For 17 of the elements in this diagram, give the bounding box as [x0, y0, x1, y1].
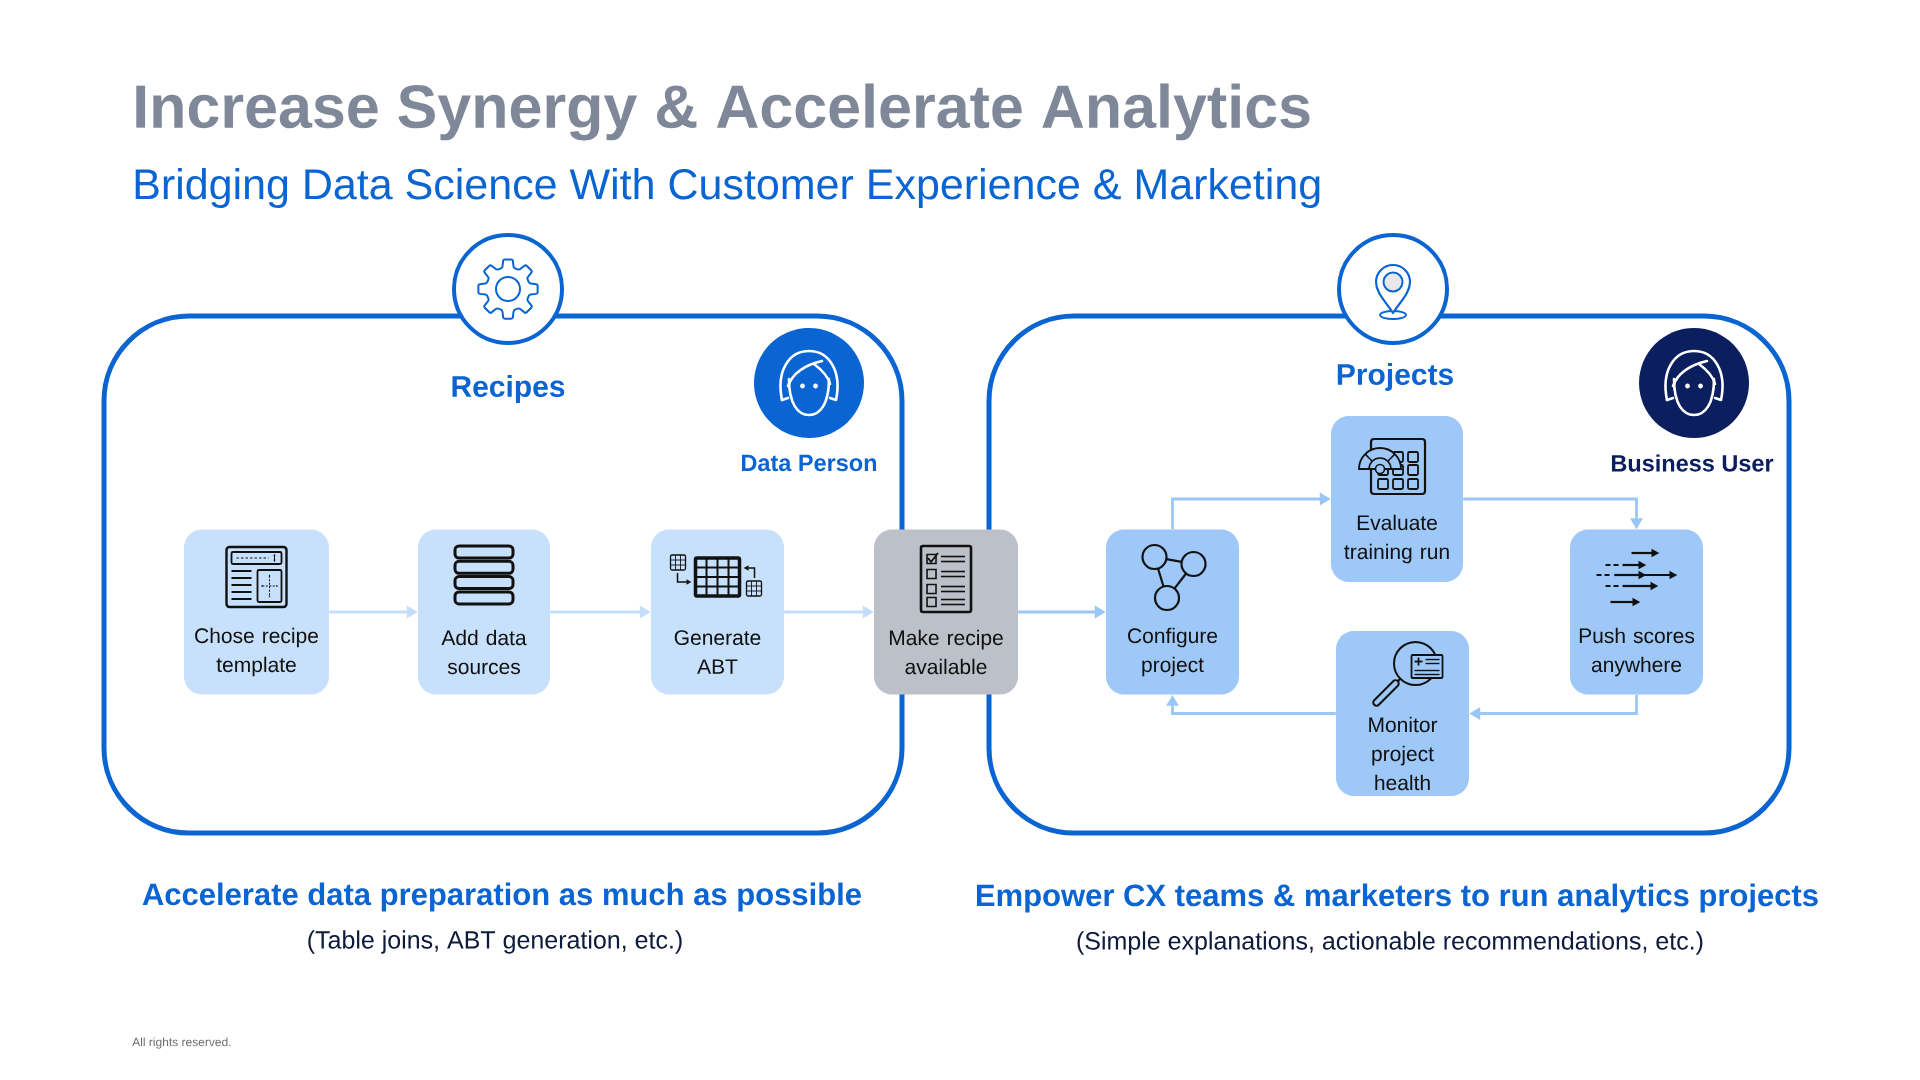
title: Increase Synergy & Accelerate Analytics	[136, 83, 1310, 141]
summary-heading: Accelerate data preparation as much as possible	[142, 882, 861, 912]
summary-heading: Empower CX teams & marketers to run analytics projects	[977, 883, 1818, 913]
summary-note: (Simple explanations, actionable recommendations, etc.)	[1077, 931, 1703, 955]
process-box: Evaluate training run	[1331, 416, 1463, 582]
process-box: Make recipe available	[874, 529, 1018, 695]
role-label: Business User	[1611, 454, 1774, 472]
process-box: Monitor project health	[1336, 631, 1469, 796]
subtitle: Bridging Data Science With Customer Experience & Marketing	[135, 167, 1320, 209]
role-label: Data Person	[742, 454, 877, 472]
process-box: Push scores anywhere	[1570, 529, 1703, 695]
copyright-note: All rights reserved.	[132, 1037, 231, 1049]
summary-note: (Table joins, ABT generation, etc.)	[308, 930, 682, 954]
process-box: Add data sources	[418, 529, 550, 695]
process-box: Configure project	[1106, 529, 1239, 695]
process-box: Chose recipe template	[184, 529, 329, 695]
process-box: Generate ABT	[651, 529, 784, 695]
